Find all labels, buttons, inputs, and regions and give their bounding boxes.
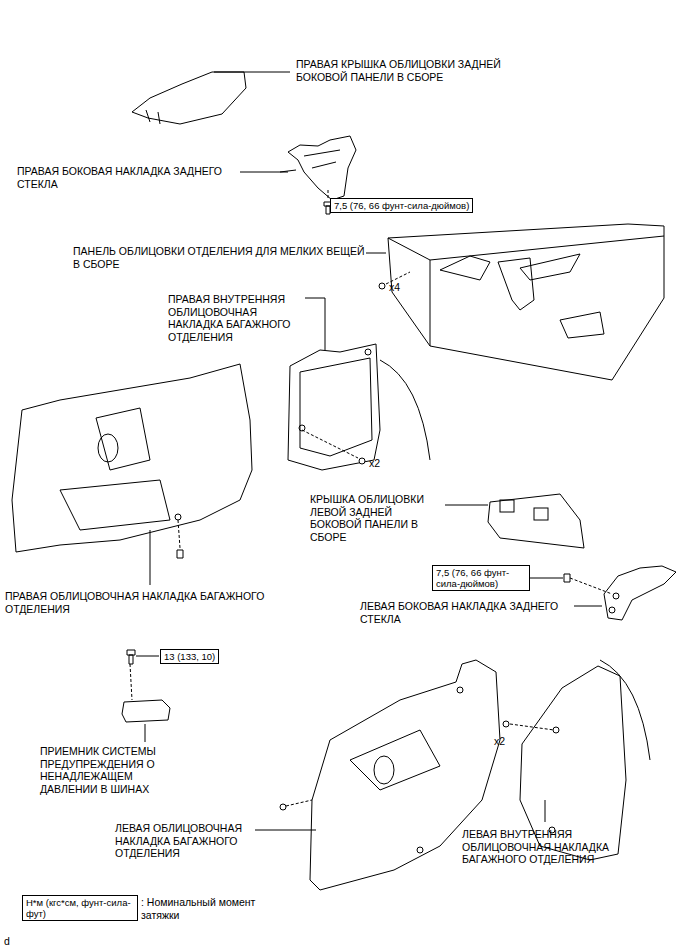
torque-box: Н*м (кгс*см, фунт-сила-фут) [22, 895, 138, 921]
legend-note: : Номинальный момент затяжки [141, 896, 276, 921]
part-name: ЛЕВАЯ БОКОВАЯ НАКЛАДКА ЗАДНЕГО СТЕКЛА [360, 600, 572, 625]
quantity: x4 [389, 281, 400, 294]
torque-value: Н*м (кгс*см, фунт-сила-фут) [26, 897, 134, 919]
part-name: ПРАВАЯ БОКОВАЯ НАКЛАДКА ЗАДНЕГО СТЕКЛА [17, 165, 249, 190]
figure-code: d [4, 935, 10, 948]
part-name: ПРАВАЯ КРЫШКА ОБЛИЦОВКИ ЗАДНЕЙ БОКОВОЙ П… [296, 58, 526, 83]
part-name: ПРИЕМНИК СИСТЕМЫ ПРЕДУПРЕЖДЕНИЯ О НЕНАДЛ… [40, 745, 190, 795]
quantity: x2 [494, 735, 505, 748]
torque-value: 7,5 (76, 66 фунт-сила-дюймов) [334, 200, 469, 211]
torque-box: 7,5 (76, 66 фунт-сила-дюймов) [432, 565, 530, 591]
part-name: ПАНЕЛЬ ОБЛИЦОВКИ ОТДЕЛЕНИЯ ДЛЯ МЕЛКИХ ВЕ… [73, 245, 365, 270]
quantity: x2 [369, 457, 380, 470]
part-name: ПРАВАЯ ВНУТРЕННЯЯ ОБЛИЦОВОЧНАЯ НАКЛАДКА … [168, 293, 303, 343]
part-name: ЛЕВАЯ ВНУТРЕННЯЯ ОБЛИЦОВОЧНАЯ НАКЛАДКА Б… [462, 828, 627, 866]
part-name: ЛЕВАЯ ОБЛИЦОВОЧНАЯ НАКЛАДКА БАГАЖНОГО ОТ… [115, 822, 255, 860]
part-name: КРЫШКА ОБЛИЦОВКИ ЛЕВОЙ ЗАДНЕЙ БОКОВОЙ ПА… [310, 493, 444, 543]
torque-box: 7,5 (76, 66 фунт-сила-дюймов) [330, 198, 473, 213]
part-name: ПРАВАЯ ОБЛИЦОВОЧНАЯ НАКЛАДКА БАГАЖНОГО О… [5, 590, 290, 615]
torque-value: 13 (133, 10) [164, 651, 215, 662]
torque-box: 13 (133, 10) [160, 649, 219, 664]
torque-value: 7,5 (76, 66 фунт-сила-дюймов) [436, 567, 526, 589]
